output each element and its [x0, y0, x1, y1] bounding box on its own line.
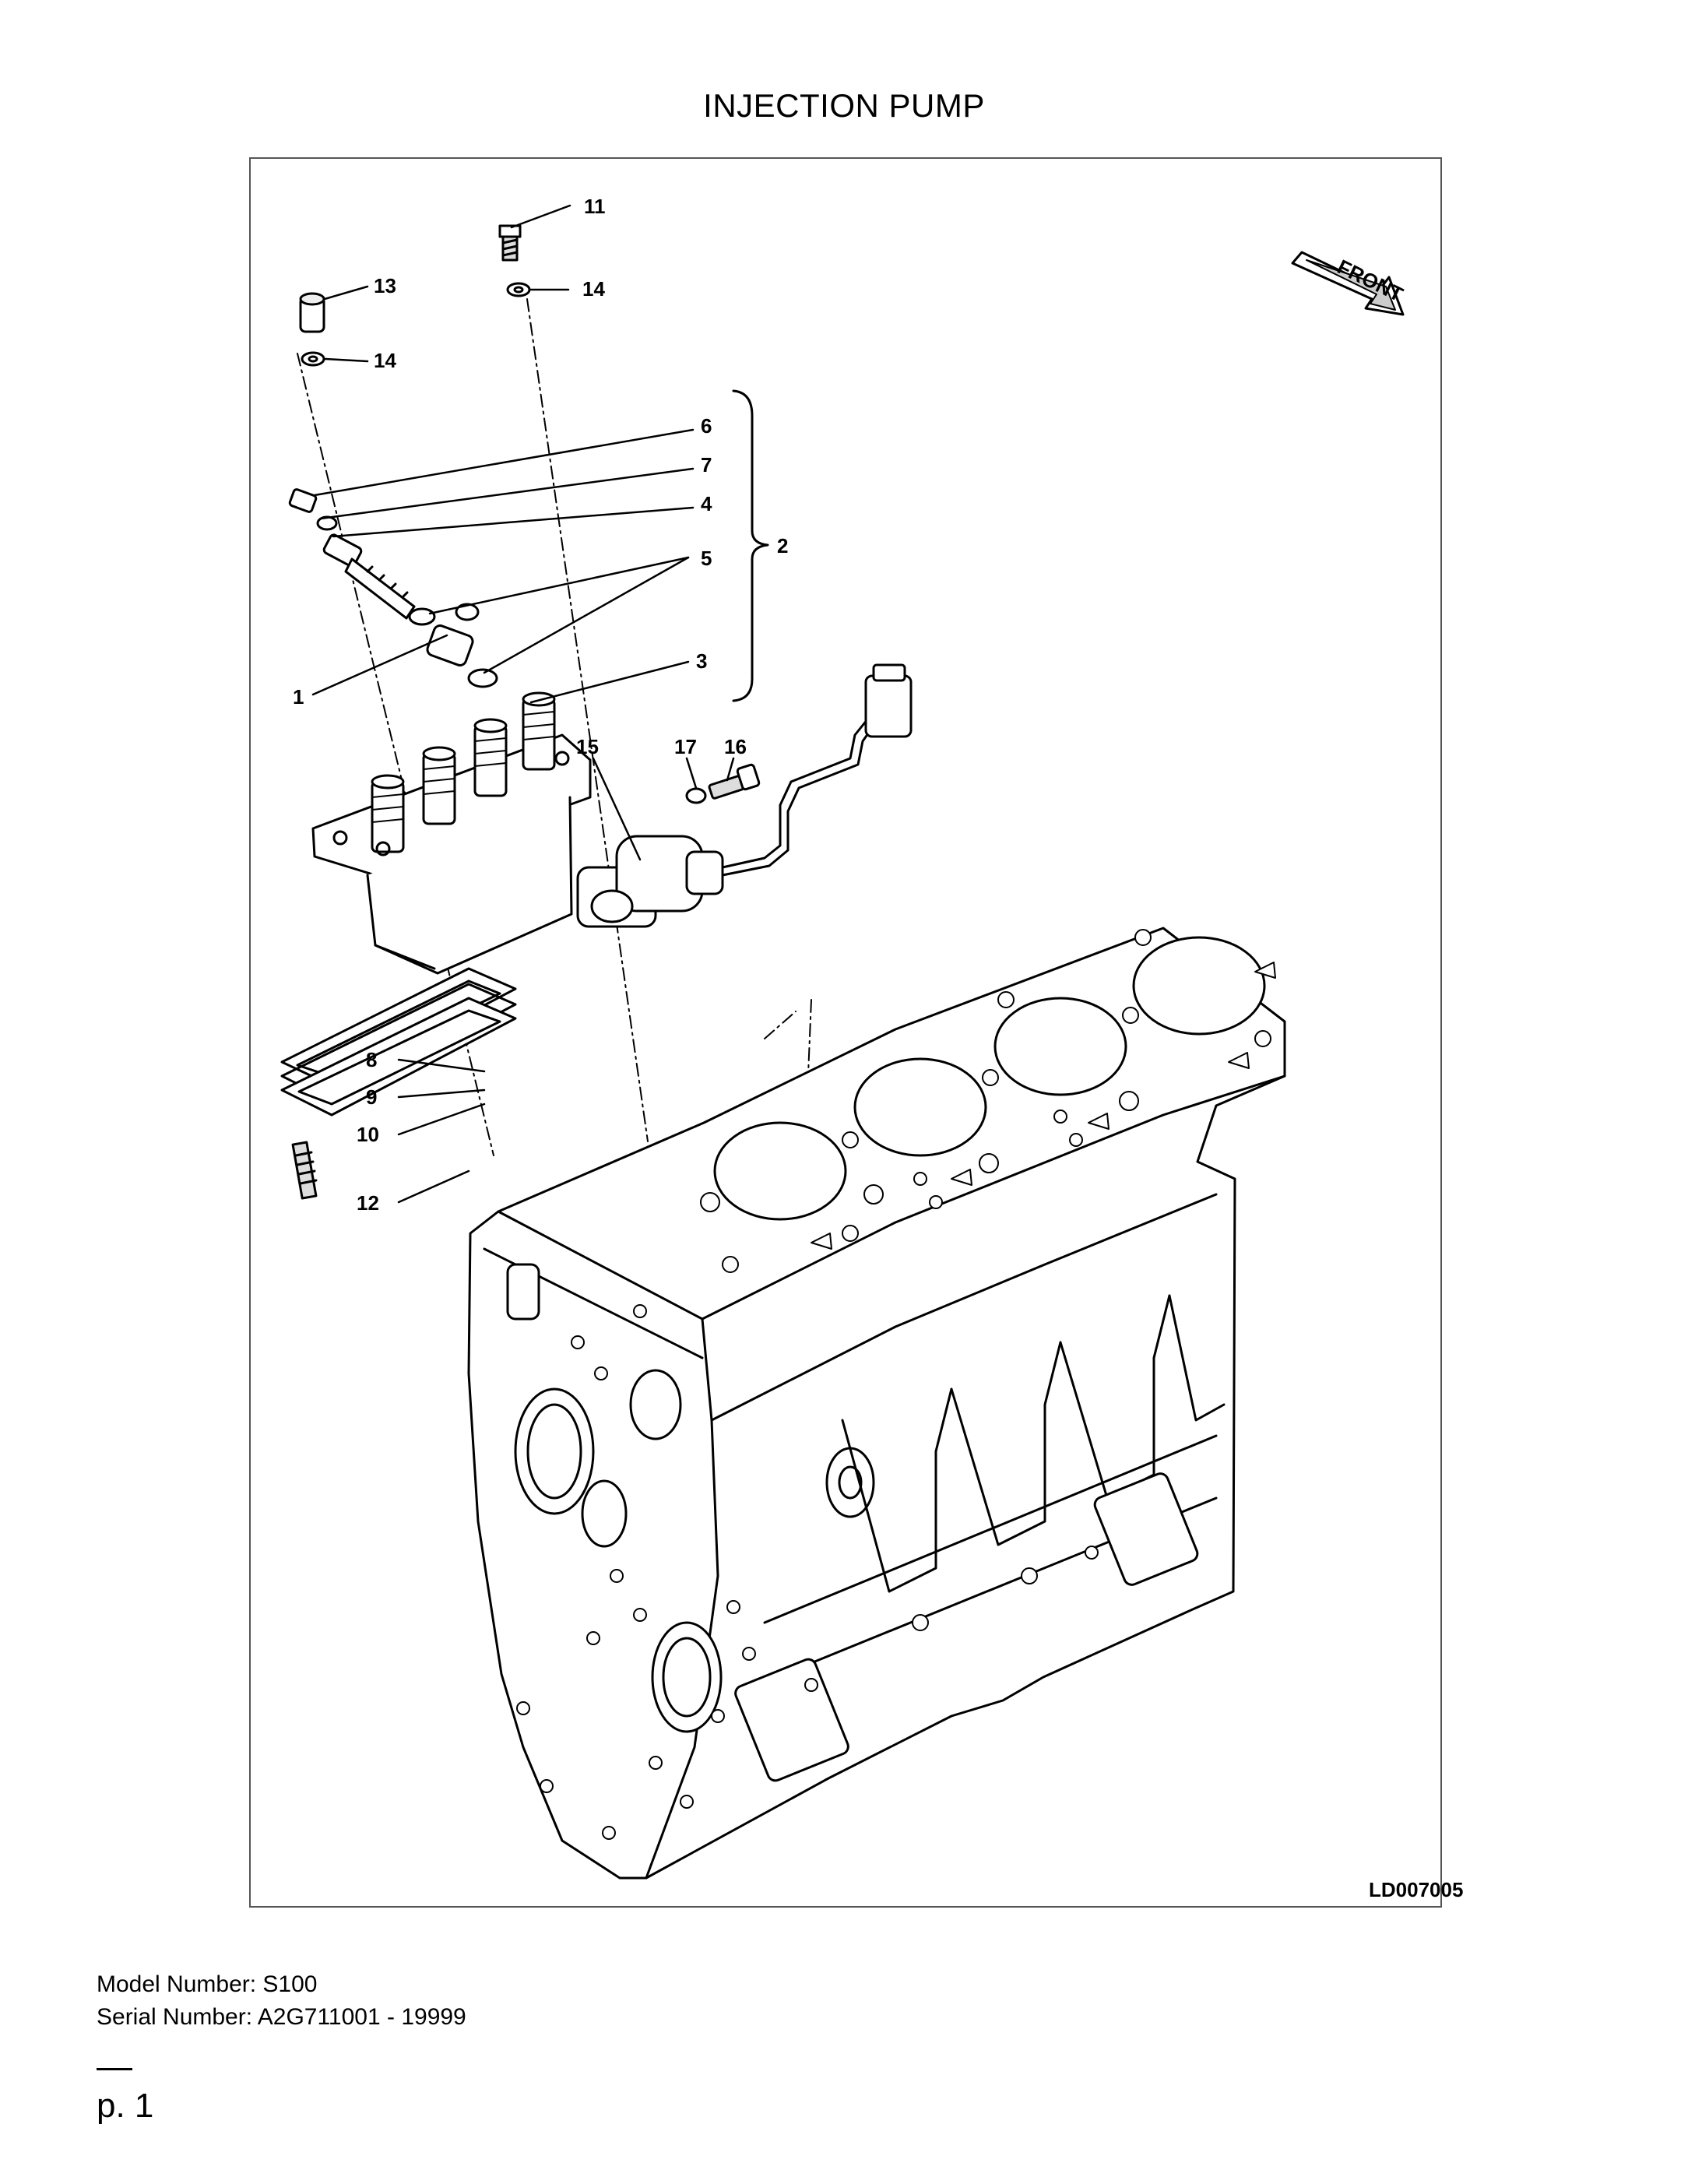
part-16-bolt: [708, 763, 761, 800]
drawing-code: LD007005: [1369, 1878, 1463, 1901]
callout-4: 4: [701, 492, 712, 515]
callout-15: 15: [576, 735, 599, 758]
part-13-cap: [299, 292, 325, 333]
serial-number: Serial Number: A2G711001 - 19999: [97, 2004, 466, 2030]
callout-14b: 14: [374, 349, 396, 372]
callout-17: 17: [674, 735, 697, 758]
pump-gaskets: [280, 967, 517, 1117]
callout-3: 3: [696, 649, 707, 673]
callout-2: 2: [777, 534, 788, 557]
delivery-pipe-assembly: [288, 488, 498, 688]
callout-5: 5: [701, 547, 712, 570]
page-divider: [97, 2068, 132, 2070]
callout-6: 6: [701, 414, 712, 438]
callout-12: 12: [357, 1191, 379, 1215]
callout-14a: 14: [582, 277, 605, 301]
part-15-solenoid: [576, 663, 913, 928]
page-number: p. 1: [97, 2087, 154, 2125]
part-12-stud: [291, 1141, 318, 1200]
callout-13: 13: [374, 274, 396, 297]
callout-9: 9: [366, 1085, 377, 1109]
exploded-parts-diagram: 11 14 13 14 6 7 4 2 5 1 3 15 17 16 8 9 1…: [280, 195, 1463, 1901]
part-11-bolt: [498, 224, 522, 262]
page-title: INJECTION PUMP: [703, 87, 985, 124]
callout-10: 10: [357, 1123, 379, 1146]
parts-diagram-frame: 11 14 13 14 6 7 4 2 5 1 3 15 17 16 8 9 1…: [249, 157, 1463, 1908]
model-number: Model Number: S100: [97, 1971, 318, 1997]
front-direction-arrow: [1291, 251, 1405, 316]
callout-16: 16: [724, 735, 747, 758]
injection-pump-body: [311, 691, 592, 975]
callout-1: 1: [293, 685, 304, 709]
callout-8: 8: [366, 1048, 377, 1071]
callout-11: 11: [584, 195, 606, 218]
callout-7: 7: [701, 453, 712, 477]
engine-block: [467, 927, 1286, 1880]
